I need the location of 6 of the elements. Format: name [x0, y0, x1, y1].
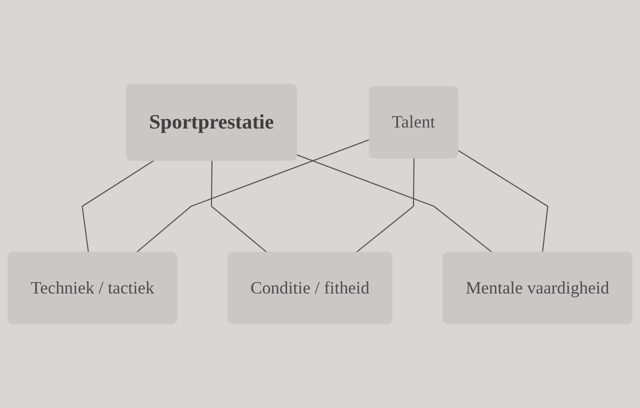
connector — [136, 139, 370, 254]
connector — [210, 160, 268, 254]
connector — [82, 160, 154, 253]
connector — [458, 150, 548, 253]
connector — [355, 158, 414, 254]
connector — [296, 154, 494, 254]
